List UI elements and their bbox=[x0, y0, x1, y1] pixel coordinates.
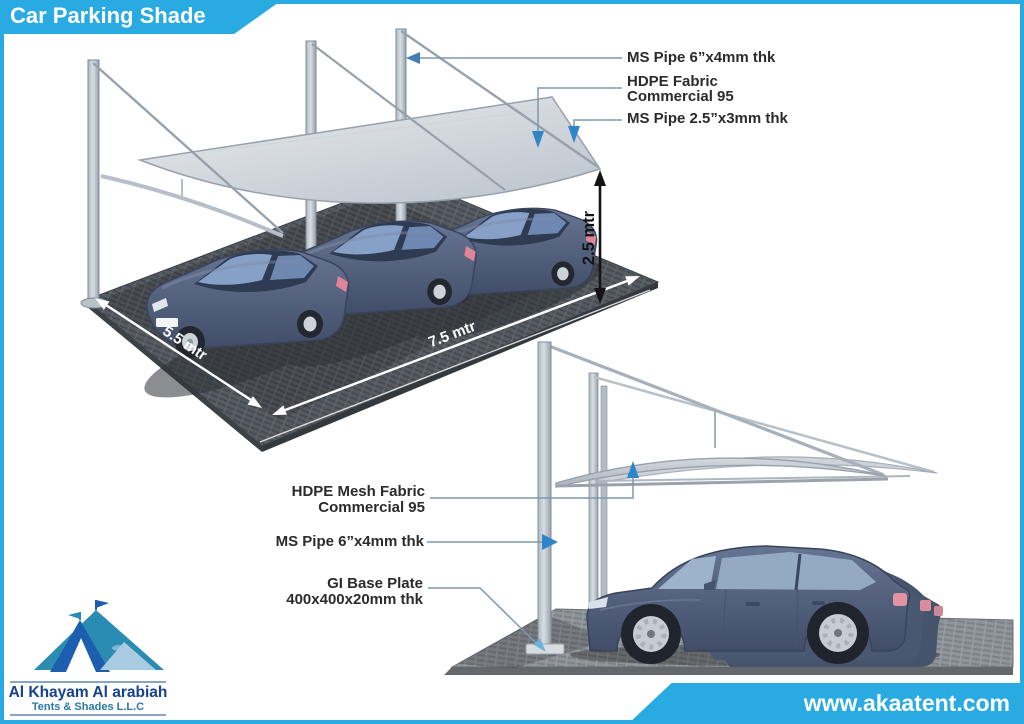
callout-edge-pipe: MS Pipe 2.5”x3mm thk bbox=[627, 110, 788, 127]
arrow-fabric bbox=[532, 131, 544, 148]
car-side-view bbox=[586, 545, 911, 664]
arrow-edge-pipe bbox=[568, 126, 580, 143]
base-plate bbox=[525, 643, 565, 655]
page-title: Car Parking Shade bbox=[10, 3, 206, 28]
callout-mesh-line2: Commercial 95 bbox=[318, 499, 425, 516]
arrow-base-plate bbox=[533, 638, 546, 652]
callout-fabric-line2: Commercial 95 bbox=[627, 88, 734, 105]
callout-base-plate-line1: GI Base Plate bbox=[327, 575, 423, 592]
frame-near bbox=[548, 344, 889, 488]
cantilever-arms bbox=[92, 30, 599, 238]
fabric-roof bbox=[137, 96, 602, 204]
arrow-mesh-fabric bbox=[627, 461, 639, 478]
dimension-height: 2.5 mtr bbox=[580, 170, 606, 304]
dimension-height-label: 2.5 mtr bbox=[580, 210, 598, 265]
title-banner: Car Parking Shade bbox=[0, 0, 282, 34]
company-tagline: Tents & Shades L.L.C bbox=[31, 701, 145, 713]
callout-mesh-line1: HDPE Mesh Fabric bbox=[291, 483, 425, 500]
arrow-side-pipe bbox=[542, 534, 558, 550]
arrow-top-pipe bbox=[406, 52, 420, 64]
callout-fabric-line1: HDPE Fabric bbox=[627, 73, 718, 90]
logo-mountains-icon bbox=[34, 600, 164, 672]
post-main bbox=[525, 341, 565, 655]
perspective-view: 5.5 mtr 7.5 mtr 2.5 mtr bbox=[80, 28, 660, 452]
callout-leaders-side bbox=[427, 474, 634, 644]
company-name: Al Khayam Al arabiah bbox=[8, 684, 168, 701]
front-wheel bbox=[621, 604, 681, 664]
callout-side-pipe: MS Pipe 6”x4mm thk bbox=[275, 533, 424, 550]
callout-leaders-top bbox=[417, 57, 622, 132]
logo-divider-bottom bbox=[10, 714, 166, 716]
website-banner: www.akaatent.com bbox=[628, 683, 1024, 724]
website-url: www.akaatent.com bbox=[803, 690, 1010, 716]
rear-wheel bbox=[807, 602, 869, 664]
callout-top-pipe: MS Pipe 6”x4mm thk bbox=[627, 49, 776, 66]
side-view bbox=[427, 341, 1014, 675]
callout-base-plate-line2: 400x400x20mm thk bbox=[286, 591, 423, 608]
company-logo: Al Khayam Al arabiah Tents & Shades L.L.… bbox=[4, 590, 172, 720]
logo-divider-top bbox=[10, 681, 166, 683]
